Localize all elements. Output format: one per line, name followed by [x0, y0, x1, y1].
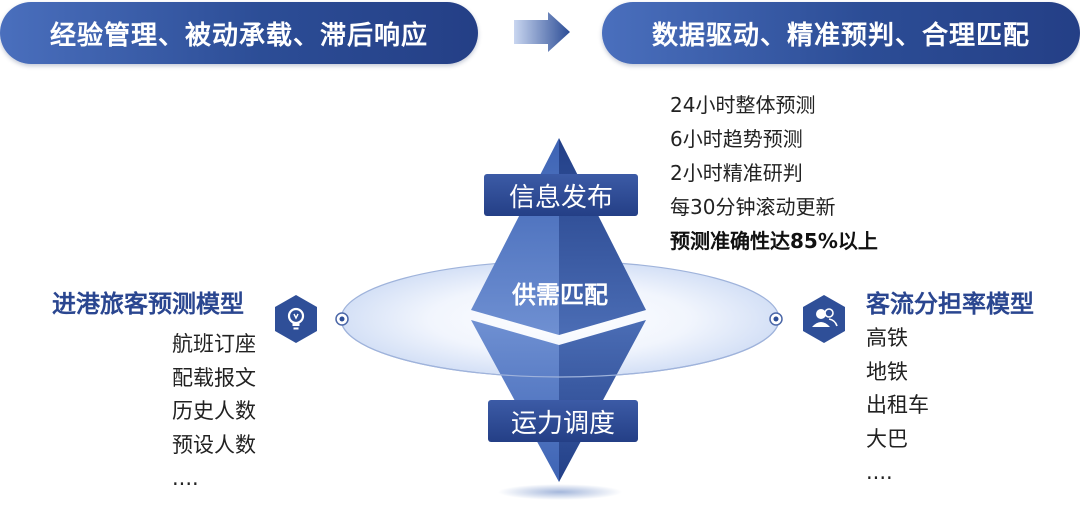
info-release-label: 信息发布 — [508, 182, 613, 213]
passenger-share-model-title: 客流分担率模型 — [866, 290, 1034, 318]
transport-dispatch-box: 运力调度 — [488, 400, 638, 442]
list-item: 大巴 — [866, 426, 908, 451]
banner-left-text: 经验管理、被动承载、滞后响应 — [49, 20, 428, 51]
share-model-modes: 高铁 地铁 出租车 大巴 .... — [866, 322, 929, 490]
banner-right: 数据驱动、精准预判、合理匹配 — [602, 2, 1080, 64]
forecast-notes: 24小时整体预测 6小时趋势预测 2小时精准研判 每30分钟滚动更新 预测准确性… — [670, 88, 878, 258]
forecast-accuracy-note: 预测准确性达85%以上 — [670, 229, 878, 253]
forecast-note: 每30分钟滚动更新 — [670, 195, 836, 219]
forecast-note: 24小时整体预测 — [670, 93, 816, 117]
base-shadow — [498, 484, 622, 500]
users-icon — [803, 295, 845, 343]
lightbulb-icon — [275, 295, 317, 343]
list-item: .... — [866, 460, 893, 484]
list-item: 历史人数 — [172, 399, 256, 423]
info-release-box: 信息发布 — [484, 174, 638, 216]
arrival-model-inputs: 航班订座 配载报文 历史人数 预设人数 .... — [172, 328, 256, 496]
forecast-note: 2小时精准研判 — [670, 161, 803, 185]
transport-dispatch-label: 运力调度 — [510, 408, 615, 439]
list-item: 地铁 — [866, 359, 908, 384]
list-item: 航班订座 — [172, 332, 256, 356]
list-item: 配载报文 — [172, 365, 256, 390]
banner-left: 经验管理、被动承载、滞后响应 — [0, 2, 478, 64]
list-item: 出租车 — [866, 393, 929, 417]
forecast-note: 6小时趋势预测 — [670, 127, 803, 151]
banner-right-text: 数据驱动、精准预判、合理匹配 — [651, 20, 1030, 51]
list-item: 预设人数 — [172, 432, 256, 457]
supply-demand-label: 供需匹配 — [512, 280, 608, 309]
right-arrow-icon — [514, 12, 570, 52]
list-item: .... — [172, 466, 199, 490]
orbit-front-arc — [340, 318, 780, 378]
arrival-passenger-model-title: 进港旅客预测模型 — [52, 290, 244, 318]
list-item: 高铁 — [866, 326, 908, 350]
